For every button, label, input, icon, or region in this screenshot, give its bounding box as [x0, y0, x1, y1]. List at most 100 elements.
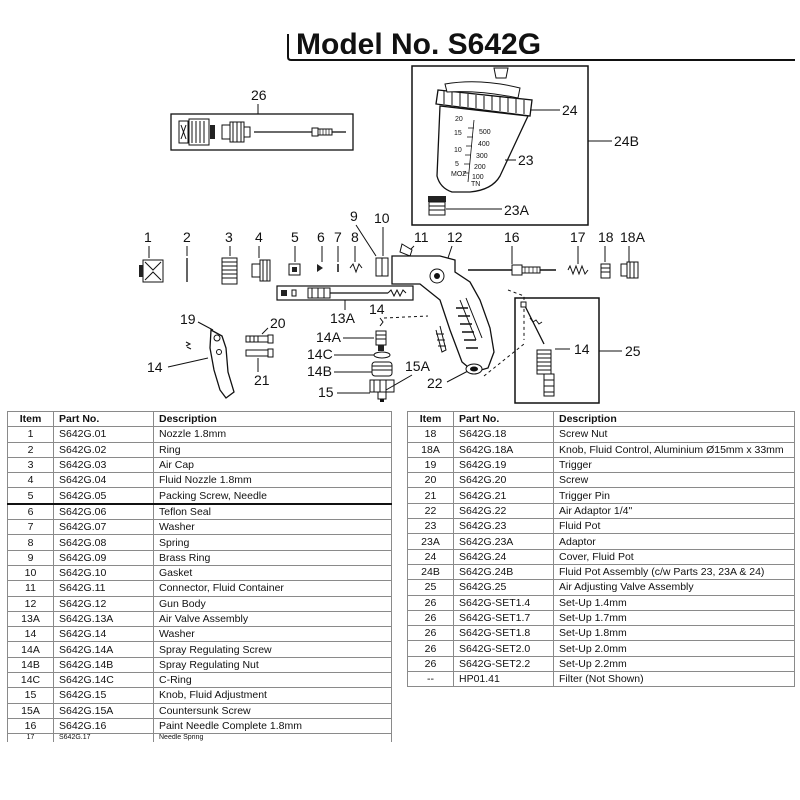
- cell-description: Spray Regulating Screw: [153, 641, 392, 658]
- cell-part-no: S642G.24B: [453, 563, 554, 581]
- header-item: Item: [7, 410, 54, 428]
- cell-item: 8: [7, 534, 54, 551]
- cell-part-no: S642G.06: [53, 503, 154, 521]
- pot-scale-oz-100: 100: [472, 174, 484, 181]
- cell-item: 12: [7, 595, 54, 612]
- part-22-air-adaptor: 22: [427, 363, 483, 391]
- header-description: Description: [553, 410, 795, 428]
- callout-10: 10: [374, 210, 390, 226]
- cell-item: 17: [7, 733, 54, 743]
- pot-scale-ml-10: 10: [454, 147, 462, 154]
- callout-14a: 14A: [316, 329, 342, 345]
- cell-item: 7: [7, 519, 54, 536]
- cell-description: Knob, Fluid Control, Aluminium Ø15mm x 3…: [553, 441, 795, 458]
- cell-item: 26: [407, 625, 454, 642]
- cell-item: 18: [407, 426, 454, 443]
- callout-23: 23: [518, 152, 534, 168]
- pot-scale-oz-200: 200: [474, 164, 486, 171]
- cell-description: Trigger: [553, 456, 795, 474]
- cell-part-no: S642G.14: [53, 626, 154, 643]
- cell-item: 26: [407, 609, 454, 627]
- cell-item: 14A: [7, 641, 54, 658]
- parts-9-10: 9 10: [350, 208, 390, 277]
- cell-part-no: S642G-SET1.7: [453, 609, 554, 627]
- callout-2: 2: [183, 229, 191, 245]
- cell-description: Needle Spring: [153, 733, 392, 743]
- exploded-parts-diagram: Model No. S642G 26 24B: [139, 32, 795, 404]
- cell-item: 16: [7, 717, 54, 735]
- cell-part-no: S642G.08: [53, 534, 154, 551]
- part-25-air-adjusting-valve: 25 14: [514, 297, 641, 404]
- cell-part-no: S642G.11: [53, 580, 154, 597]
- callout-14-mid: 14: [369, 301, 385, 317]
- cell-item: 4: [7, 472, 54, 489]
- cell-part-no: S642G.23: [453, 518, 554, 535]
- cell-item: 24: [407, 548, 454, 565]
- cell-description: Air Cap: [153, 456, 392, 474]
- cell-part-no: S642G.19: [453, 456, 554, 474]
- header-description: Description: [153, 410, 392, 428]
- cell-description: Nozzle 1.8mm: [153, 426, 392, 443]
- part-12-gun-body: 11 12: [383, 229, 525, 377]
- callout-14c: 14C: [307, 346, 333, 362]
- cell-description: Brass Ring: [153, 549, 392, 566]
- cell-description: Screw Nut: [553, 426, 795, 443]
- cell-item: 18A: [407, 441, 454, 458]
- cell-part-no: S642G.12: [53, 595, 154, 612]
- cell-description: Countersunk Screw: [153, 702, 392, 719]
- cell-description: Set-Up 2.0mm: [553, 640, 795, 657]
- cell-description: Washer: [153, 519, 392, 536]
- cell-description: Cover, Fluid Pot: [553, 548, 795, 565]
- callout-25: 25: [625, 343, 641, 359]
- cell-description: Connector, Fluid Container: [153, 580, 392, 597]
- cell-part-no: S642G-SET1.8: [453, 625, 554, 642]
- cell-description: Set-Up 1.4mm: [553, 594, 795, 611]
- cell-part-no: S642G.17: [53, 733, 154, 743]
- pot-scale-ml-label: MOZ: [451, 171, 467, 178]
- cell-part-no: S642G.16: [53, 717, 154, 735]
- pot-scale-ml-5: 5: [455, 161, 459, 168]
- cell-part-no: S642G.14A: [53, 641, 154, 658]
- cell-item: 1: [7, 426, 54, 443]
- cell-item: 10: [7, 564, 54, 582]
- cell-description: Air Adjusting Valve Assembly: [553, 579, 795, 596]
- cell-part-no: S642G.21: [453, 487, 554, 504]
- part-13a-air-valve: 13A: [276, 285, 414, 326]
- cell-part-no: S642G.07: [53, 519, 154, 536]
- cell-item: 15A: [7, 702, 54, 719]
- callout-24b: 24B: [614, 133, 639, 149]
- pot-scale-ml-15: 15: [454, 130, 462, 137]
- cell-part-no: S642G.14C: [53, 672, 154, 689]
- spray-regulator-parts: 14 14A 14C 14B 15 15A: [307, 301, 431, 402]
- cell-description: Trigger Pin: [553, 487, 795, 504]
- cell-description: Fluid Nozzle 1.8mm: [153, 472, 392, 489]
- cell-item: 14B: [7, 656, 54, 674]
- cell-item: 14: [7, 626, 54, 643]
- cell-item: --: [407, 671, 454, 688]
- table-header-row: Item Part No. Description: [407, 410, 795, 428]
- cell-item: 23: [407, 518, 454, 535]
- cell-description: Ring: [153, 441, 392, 458]
- cell-description: Set-Up 1.7mm: [553, 609, 795, 627]
- cell-item: 15: [7, 687, 54, 704]
